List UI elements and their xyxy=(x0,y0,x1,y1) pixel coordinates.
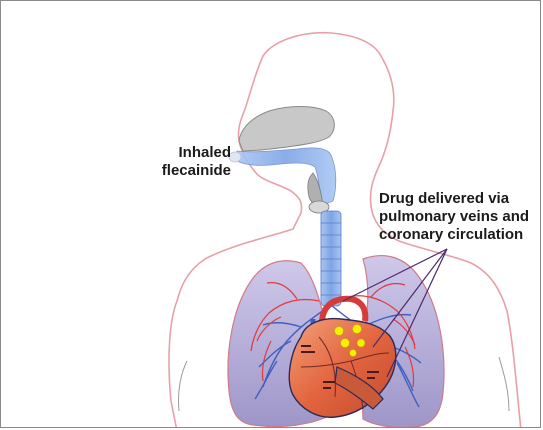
trachea xyxy=(321,211,341,306)
inhaled-flecainide-label: Inhaled flecainide xyxy=(159,144,231,180)
left-arm-outline xyxy=(178,361,187,411)
nasal-cavity xyxy=(239,107,334,152)
drug-dot xyxy=(341,339,350,348)
drug-dot xyxy=(353,325,362,334)
inhaled-label-line1: Inhaled xyxy=(159,144,231,162)
delivered-label-line3: coronary circulation xyxy=(379,226,529,244)
delivered-label-line1: Drug delivered via xyxy=(379,190,529,208)
inhaled-label-line2: flecainide xyxy=(159,162,231,180)
drug-dot xyxy=(357,339,365,347)
drug-dot xyxy=(350,350,357,357)
drug-dot xyxy=(335,327,344,336)
drug-delivered-label: Drug delivered via pulmonary veins and c… xyxy=(379,190,529,244)
right-arm-outline xyxy=(499,357,509,411)
delivered-label-line2: pulmonary veins and xyxy=(379,208,529,226)
